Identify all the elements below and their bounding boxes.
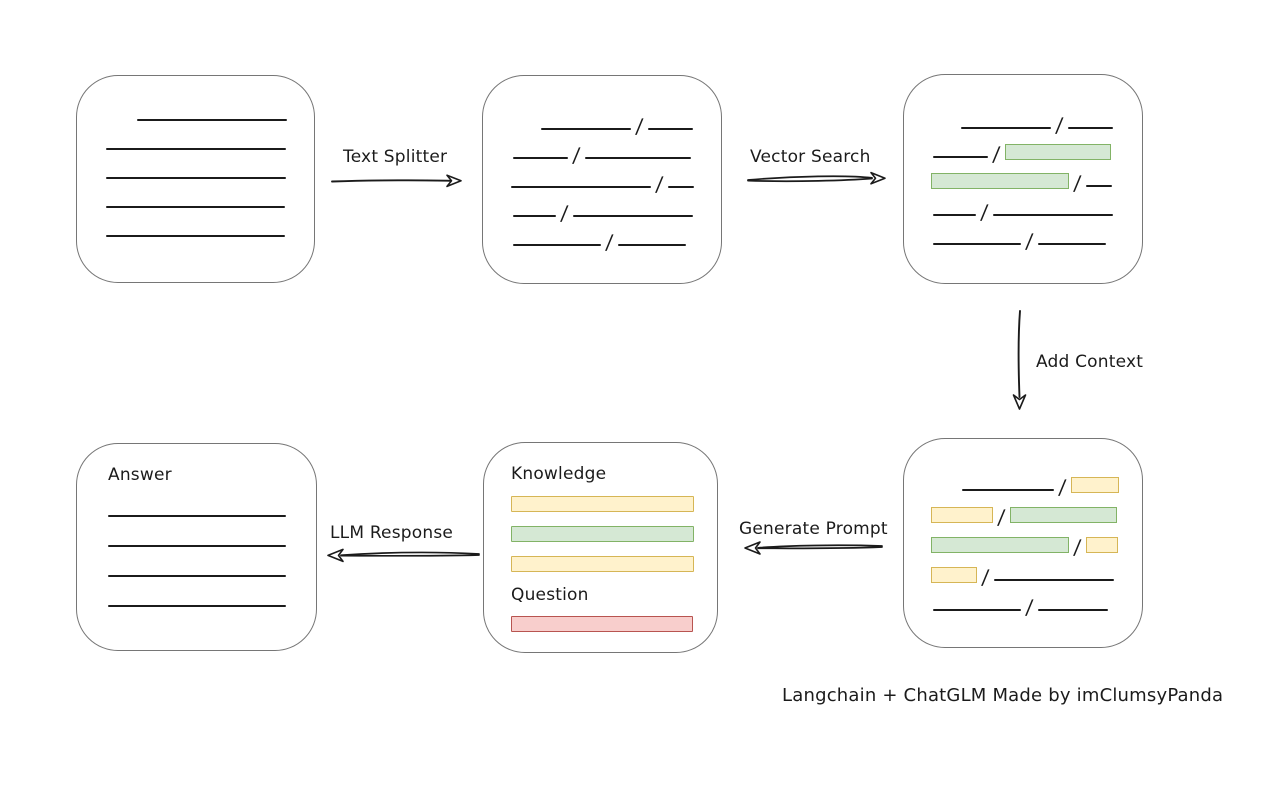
text-fragment-row: / <box>511 132 721 167</box>
text-line <box>933 214 976 216</box>
search-result-box: ///// <box>903 74 1143 284</box>
text-line <box>572 215 693 217</box>
text-fragment-row: / <box>931 523 1142 559</box>
text-line <box>667 186 694 188</box>
credit-caption: Langchain + ChatGLM Made by imClumsyPand… <box>782 685 1224 706</box>
add-context-label: Add Context <box>1036 352 1144 372</box>
context-box: ///// <box>903 438 1143 648</box>
text-splitter-label: Text Splitter <box>343 147 448 167</box>
answer-box: Answer <box>76 443 317 651</box>
green-chunk <box>931 173 1069 189</box>
text-line <box>962 489 1054 491</box>
slash-separator: / <box>604 230 615 254</box>
text-fragment-row: / <box>511 103 721 138</box>
text-line <box>106 206 285 208</box>
text-fragment-row: / <box>511 161 721 196</box>
red-bar <box>511 616 693 632</box>
llm-response-arrow <box>327 548 480 563</box>
yellow-bar <box>511 496 694 512</box>
vector-search-label: Vector Search <box>750 147 871 167</box>
knowledge-label: Knowledge <box>511 464 607 484</box>
llm-response-label: LLM Response <box>330 523 454 543</box>
green-chunk <box>931 537 1069 553</box>
text-line <box>993 579 1114 581</box>
prompt-box: Knowledge Question <box>483 442 718 653</box>
text-fragment-row <box>108 579 316 609</box>
text-line <box>1085 185 1112 187</box>
green-chunk <box>1004 144 1111 160</box>
yellow-chunk <box>1070 477 1119 493</box>
text-line <box>108 545 286 547</box>
text-line <box>992 214 1113 216</box>
add-context-arrow <box>1012 310 1027 410</box>
split-chunks-box: ///// <box>482 75 722 284</box>
green-chunk <box>1009 507 1117 523</box>
document-box <box>76 75 315 283</box>
text-line <box>106 177 286 179</box>
question-label: Question <box>511 585 589 605</box>
text-line <box>513 215 556 217</box>
text-fragment-row <box>106 152 314 181</box>
text-fragment-row <box>108 489 316 519</box>
text-line <box>1037 243 1106 245</box>
text-line <box>933 156 988 158</box>
text-fragment-row <box>106 123 314 152</box>
green-bar <box>511 526 694 542</box>
text-fragment-row <box>106 94 314 123</box>
slash-separator: / <box>1024 595 1035 619</box>
text-line <box>647 128 693 130</box>
yellow-chunk <box>931 567 977 583</box>
text-fragment-row <box>108 549 316 579</box>
text-line <box>1067 127 1113 129</box>
text-fragment-row: / <box>931 583 1142 619</box>
context-text-lines: ///// <box>931 463 1142 619</box>
slash-separator: / <box>1024 229 1035 253</box>
question-bars <box>511 616 717 632</box>
text-line <box>584 157 691 159</box>
yellow-bar <box>511 556 694 572</box>
text-line <box>108 575 286 577</box>
text-line <box>961 127 1051 129</box>
text-line <box>933 243 1021 245</box>
text-line <box>933 609 1021 611</box>
text-line <box>108 605 286 607</box>
text-fragment-row: / <box>511 219 721 254</box>
text-fragment-row: / <box>931 189 1142 224</box>
text-fragment-row: / <box>931 218 1142 253</box>
text-line <box>1037 609 1108 611</box>
text-fragment-row: / <box>931 160 1142 195</box>
text-line <box>513 157 568 159</box>
knowledge-bars <box>511 496 717 572</box>
text-line <box>108 515 286 517</box>
text-splitter-arrow <box>331 174 462 188</box>
generate-prompt-arrow <box>744 541 883 555</box>
search-result-text-lines: ///// <box>931 102 1142 253</box>
text-fragment-row: / <box>931 463 1142 499</box>
text-fragment-row: / <box>931 493 1142 529</box>
text-line <box>513 244 601 246</box>
text-line <box>106 148 286 150</box>
text-line <box>617 244 686 246</box>
text-fragment-row <box>108 519 316 549</box>
answer-label: Answer <box>108 465 172 485</box>
vector-search-arrow <box>747 171 886 185</box>
yellow-chunk <box>1085 537 1118 553</box>
text-fragment-row: / <box>931 102 1142 137</box>
chunks-text-lines: ///// <box>511 103 721 254</box>
generate-prompt-label: Generate Prompt <box>739 519 888 539</box>
text-fragment-row: / <box>931 553 1142 589</box>
answer-text-lines <box>108 489 316 609</box>
text-fragment-row: / <box>931 131 1142 166</box>
text-fragment-row <box>106 181 314 210</box>
text-fragment-row <box>106 210 314 239</box>
yellow-chunk <box>931 507 993 523</box>
text-fragment-row: / <box>511 190 721 225</box>
text-line <box>541 128 631 130</box>
text-line <box>137 119 287 121</box>
document-text-lines <box>106 94 314 239</box>
text-line <box>511 186 651 188</box>
text-line <box>106 235 285 237</box>
